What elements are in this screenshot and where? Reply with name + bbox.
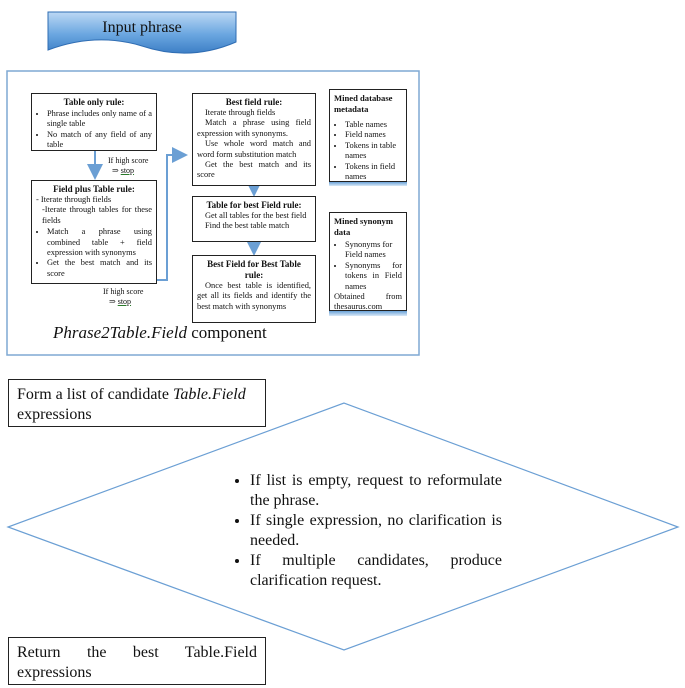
form-list-box: Form a list of candidate Table.Field exp… — [8, 379, 266, 427]
list-item: Table names — [345, 120, 402, 130]
rule-line: Once best table is identified, get all i… — [197, 281, 311, 311]
field-plus-table-rule-box: Field plus Table rule: - Iterate through… — [31, 180, 157, 284]
best-field-rule-title: Best field rule: — [225, 97, 283, 107]
mined-metadata-box: Mined database metadata Table names Fiel… — [329, 89, 407, 182]
component-caption-suffix: component — [186, 323, 267, 342]
input-phrase-shape — [47, 11, 237, 54]
mined-synonym-box: Mined synonym data Synonyms for Field na… — [329, 212, 407, 311]
decision-item-multiple: If multiple candidates, produce clarific… — [250, 551, 502, 591]
table-only-rule-box: Table only rule: Phrase includes only na… — [31, 93, 157, 151]
field-plus-table-rule-title: Field plus Table rule: — [53, 184, 135, 194]
high-score-note-1: If high score ⇒ stop — [108, 156, 168, 176]
table-for-best-field-rule-box: Table for best Field rule: Get all table… — [192, 196, 316, 242]
rule-line: Get all tables for the best field — [205, 211, 307, 220]
list-item: Synonyms for Field names — [345, 240, 402, 261]
table-only-rule-title: Table only rule: — [63, 97, 125, 107]
mined-synonym-footer: Obtained from thesaurus.com — [334, 292, 402, 312]
list-item: Phrase includes only name of a single ta… — [47, 109, 152, 130]
rule-line: Find the best table match — [205, 221, 290, 231]
decision-diamond — [6, 402, 680, 651]
rule-line: Get the best match and its score — [197, 160, 311, 180]
list-item: Field names — [345, 130, 402, 140]
high-score-text: If high score — [103, 287, 144, 296]
high-score-note-2: If high score ⇒ stop — [103, 287, 163, 307]
best-field-rule-box: Best field rule: Iterate through fields … — [192, 93, 316, 186]
mined-metadata-title: Mined database metadata — [334, 93, 393, 114]
rule-line: - Iterate through fields — [36, 195, 112, 204]
stop-text: stop — [117, 297, 132, 306]
form-list-text: Form a list of candidate — [17, 386, 173, 403]
decision-item-empty: If list is empty, request to reformulate… — [250, 471, 502, 511]
return-text: Return the best Table.Field expressions — [17, 644, 257, 681]
component-caption: Phrase2Table.Field component — [53, 322, 373, 344]
list-item: Synonyms for tokens in Field names — [345, 261, 402, 292]
list-item: Tokens in field names — [345, 162, 402, 183]
rule-line: -Iterate through tables for these fields — [42, 205, 152, 225]
mined-synonym-title: Mined synonym data — [334, 216, 393, 237]
list-item: Match a phrase using combined table + fi… — [47, 227, 152, 258]
rule-line: Iterate through fields — [205, 108, 276, 117]
best-field-for-best-table-rule-title: Best Field for Best Table rule: — [207, 259, 301, 280]
form-list-text-end: expressions — [17, 406, 92, 423]
component-frame — [6, 70, 420, 356]
list-item: Get the best match and its score — [47, 258, 152, 279]
implies-arrow: ⇒ — [112, 166, 121, 175]
implies-arrow: ⇒ — [109, 297, 118, 306]
form-list-italic: Table.Field — [172, 386, 246, 403]
input-phrase-label: Input phrase — [102, 19, 182, 36]
decision-item-single: If single expression, no clarification i… — [250, 511, 502, 551]
stop-text: stop — [120, 166, 135, 175]
list-item: Tokens in table names — [345, 141, 402, 162]
input-phrase-label-wrap: Input phrase — [48, 14, 236, 42]
list-item: No match of any field of any table — [47, 130, 152, 151]
rule-line: Match a phrase using field expression wi… — [197, 118, 311, 138]
rule-line: Use whole word match and word form subst… — [197, 139, 311, 159]
table-for-best-field-rule-title: Table for best Field rule: — [206, 200, 302, 210]
component-caption-name: Phrase2Table.Field — [53, 323, 187, 342]
high-score-text: If high score — [108, 156, 149, 165]
decision-text: If list is empty, request to reformulate… — [230, 471, 502, 591]
best-field-for-best-table-rule-box: Best Field for Best Table rule: Once bes… — [192, 255, 316, 323]
return-box: Return the best Table.Field expressions — [8, 637, 266, 685]
